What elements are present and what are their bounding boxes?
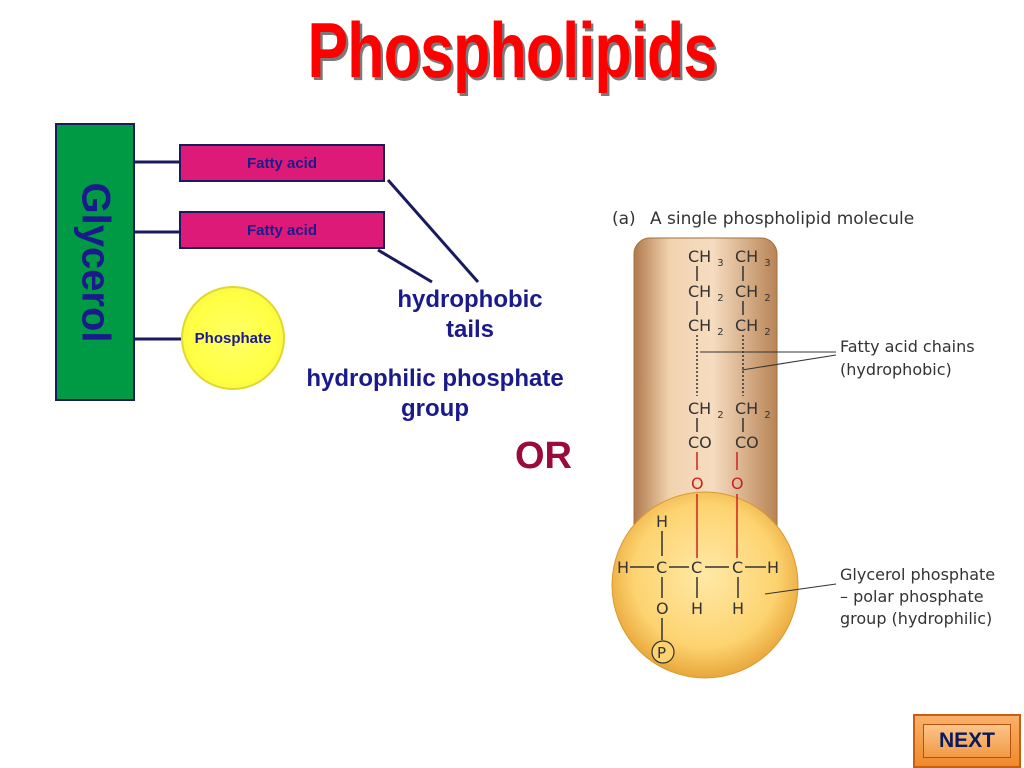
next-button[interactable]: NEXT (913, 714, 1021, 768)
hydrophilic-head-circle (611, 491, 799, 679)
co-right: CO (735, 433, 759, 452)
h-left: H (617, 558, 629, 577)
annotation-leaders (700, 351, 837, 595)
glycerol-annotation-2: – polar phosphate (840, 587, 984, 606)
phosphate-label: Phosphate (194, 329, 272, 347)
oxygen-left: O (691, 474, 704, 493)
chain-bonds (696, 266, 744, 432)
hydrophobic-label-line1: hydrophobic (397, 286, 543, 313)
phosphate-symbol-circle (651, 640, 675, 664)
fatty-acid-box-1: Fatty acid (179, 144, 385, 182)
h-bottom-2: H (732, 599, 744, 618)
figure-caption: A single phospholipid molecule (650, 209, 914, 229)
fatty-acid-annotation-1: Fatty acid chains (840, 337, 975, 356)
fatty-acid-annotation-2: (hydrophobic) (840, 360, 952, 379)
c-2: C (691, 558, 702, 577)
glycerol-annotation-3: group (hydrophilic) (840, 609, 992, 628)
glycerol-annotation-1: Glycerol phosphate (840, 565, 995, 584)
c-3: C (732, 558, 743, 577)
glycerol-backbone: H H C C C H O H H (617, 512, 779, 618)
hydrophilic-label-line1: hydrophilic phosphate (306, 365, 564, 392)
glycerol-box: Glycerol (55, 123, 135, 401)
backbone-bonds (630, 531, 766, 640)
figure-caption-letter: (a) (612, 209, 636, 229)
ester-oxygens: O O (691, 452, 744, 558)
phosphate-symbol-p: P (657, 644, 666, 662)
or-text: OR (515, 435, 572, 477)
c-1: C (656, 558, 667, 577)
hydrophobic-tails-label: hydrophobic tails (380, 285, 560, 345)
oxygen-bottom: O (656, 599, 669, 618)
oxygen-right: O (731, 474, 744, 493)
hydrophobic-label-line2: tails (445, 316, 495, 343)
hydrophilic-group-label: hydrophilic phosphate group (280, 364, 590, 424)
next-button-label: NEXT (923, 724, 1011, 758)
phosphate-circle: Phosphate (181, 286, 285, 390)
h-bottom-1: H (691, 599, 703, 618)
page-title: Phospholipids (307, 6, 718, 94)
hydrophilic-label-line2: group (401, 395, 469, 422)
h-top: H (656, 512, 668, 531)
h-right: H (767, 558, 779, 577)
fatty-acid-box-2: Fatty acid (179, 211, 385, 249)
co-left: CO (688, 433, 712, 452)
